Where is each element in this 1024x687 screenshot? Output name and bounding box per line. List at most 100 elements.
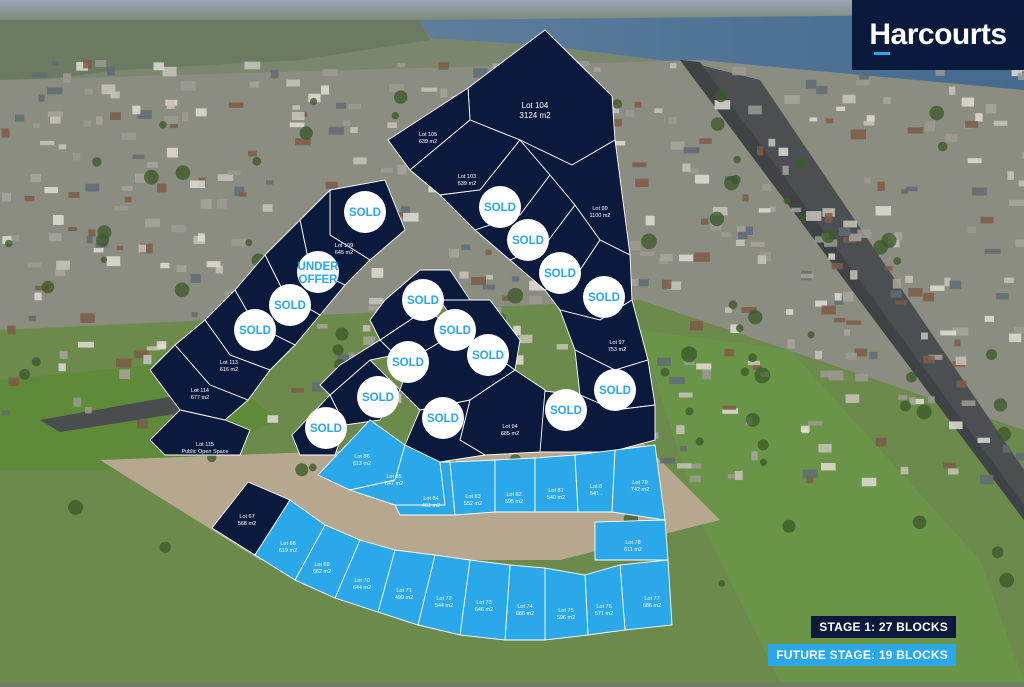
tree <box>724 176 739 191</box>
house-roof <box>679 393 693 398</box>
house-roof <box>25 196 35 201</box>
house-roof <box>231 239 246 247</box>
house-roof <box>657 358 671 366</box>
sold-badge-text: SOLD <box>239 325 271 337</box>
sold-badge-line: SOLD <box>274 300 306 312</box>
lot-label-line: Lot 97 <box>609 340 624 346</box>
tree <box>748 353 757 362</box>
house-roof <box>217 199 227 209</box>
house-roof <box>139 245 146 253</box>
lot-shape[interactable] <box>575 450 615 512</box>
tree <box>808 331 815 338</box>
house-roof <box>862 478 877 487</box>
lot-label-line: Lot 74 <box>517 604 532 610</box>
tree <box>873 240 888 255</box>
lot-label-line: Lot 99 <box>592 206 607 212</box>
house-roof <box>677 463 691 468</box>
tree <box>245 239 252 246</box>
house-roof <box>381 168 393 173</box>
house-roof <box>985 249 1001 254</box>
house-roof <box>994 121 1008 126</box>
lot-label-line: Lot 85 <box>386 474 401 480</box>
house-roof <box>182 112 188 121</box>
legend-stage-one: STAGE 1: 27 BLOCKS <box>811 616 956 638</box>
lot-shape[interactable] <box>535 455 578 512</box>
house-roof <box>867 115 875 121</box>
house-roof <box>662 280 671 290</box>
house-roof <box>640 252 654 256</box>
sold-badge-line: SOLD <box>349 207 381 219</box>
house-roof <box>2 410 10 415</box>
house-roof <box>73 153 81 160</box>
house-roof <box>40 141 54 145</box>
house-roof <box>779 148 789 156</box>
house-roof <box>143 355 151 364</box>
house-roof <box>218 174 234 181</box>
house-roof <box>923 356 935 364</box>
tree <box>938 142 948 152</box>
sold-badge-text: SOLD <box>274 300 306 312</box>
lot-shape[interactable] <box>620 560 672 630</box>
house-roof <box>27 262 41 267</box>
house-roof <box>699 138 712 144</box>
sold-badge-text: SOLD <box>588 292 620 304</box>
lot-label-line: Lot 114 <box>191 388 209 394</box>
house-roof <box>201 199 212 208</box>
tree <box>42 281 55 294</box>
sold-badge-line: SOLD <box>239 325 271 337</box>
house-roof <box>52 61 59 66</box>
house-roof <box>172 225 187 233</box>
sold-badge: SOLD <box>402 279 444 321</box>
lot-label-line: 571 m2 <box>595 611 613 617</box>
house-roof <box>85 184 99 192</box>
house-roof <box>160 263 169 269</box>
tree <box>994 398 1007 411</box>
house-roof <box>949 421 963 429</box>
house-roof <box>387 123 397 129</box>
sold-badge-line: SOLD <box>472 350 504 362</box>
house-roof <box>68 227 77 231</box>
lot-shape[interactable] <box>505 565 545 640</box>
house-roof <box>669 377 685 384</box>
house-roof <box>191 274 201 283</box>
house-roof <box>815 351 822 359</box>
lot-label-line: 639 m2 <box>458 181 476 187</box>
house-roof <box>372 268 384 278</box>
lot-shape[interactable] <box>545 568 588 640</box>
lot-shape[interactable] <box>585 565 625 635</box>
house-roof <box>898 395 907 400</box>
house-roof <box>843 95 856 104</box>
house-roof <box>1018 73 1024 80</box>
tree <box>300 126 313 139</box>
house-roof <box>2 193 11 202</box>
house-roof <box>122 186 133 191</box>
tree <box>641 234 657 250</box>
house-roof <box>486 250 492 255</box>
house-roof <box>834 318 845 322</box>
lot-label-line: 499 m2 <box>395 595 413 601</box>
house-roof <box>806 80 817 89</box>
house-roof <box>291 388 304 393</box>
house-roof <box>962 400 976 406</box>
house-roof <box>317 324 328 329</box>
house-roof <box>115 206 128 211</box>
tree <box>68 500 83 515</box>
